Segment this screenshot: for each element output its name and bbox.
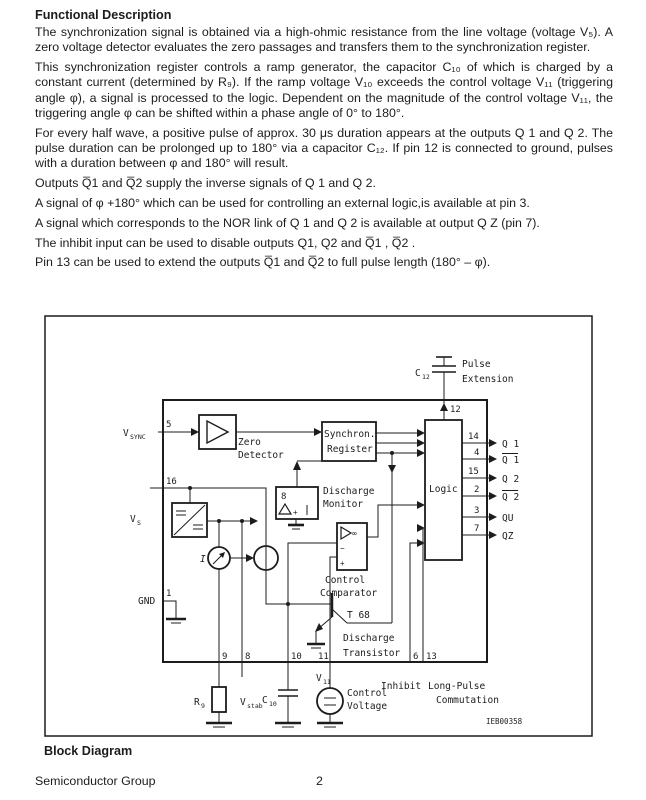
ic-outline [162,399,488,663]
vsync-label: V [123,428,129,439]
pin-13: 13 [426,652,437,662]
svg-text:+: + [340,559,345,568]
svg-text:Monitor: Monitor [323,499,363,510]
supply-arrow-icon [250,517,258,525]
diagram-frame [44,315,593,737]
output-q2: Q 2 [502,474,519,485]
paragraph-pulse-duration: For every half wave, a positive pulse of… [35,125,613,171]
pin-16: 16 [166,477,177,487]
pin-9: 9 [222,652,227,662]
discharge-transistor-label: Discharge [343,633,395,644]
pin-2: 2 [474,485,479,495]
svg-text:Commutation: Commutation [436,695,499,706]
paragraph-inhibit: The inhibit input can be used to disable… [35,235,416,250]
inhibit-label: Inhibit [381,681,421,692]
output-qu: QU [502,513,514,524]
c10-label: C [262,695,268,706]
paragraph-pin3-signal: A signal of φ +180° which can be used fo… [35,195,530,210]
figure-id: IEB00358 [486,717,523,726]
pulse-extension-label: Pulse [462,359,491,370]
pin-11: 11 [318,652,329,662]
monitor-triangle-icon [277,502,293,515]
monitor-output-arrow-icon [293,461,301,470]
vstab-label: V [240,697,246,708]
pin-6: 6 [413,652,418,662]
svg-text:Register: Register [327,444,373,455]
pin-4: 4 [474,448,479,458]
svg-text:12: 12 [422,373,430,381]
paragraph-sync-signal: The synchronization signal is obtained v… [35,25,613,55]
svg-text:Detector: Detector [238,450,284,461]
v11-label: V [316,673,322,684]
r9-resistor [211,686,227,713]
functional-description-section: Functional Description The synchronizati… [35,8,613,275]
logic-outputs: 14 4 15 2 3 7 Q 1 Q 1 Q 2 Q 2 QU QZ [462,432,519,542]
comparator-triangle-icon [340,525,353,541]
sync-register-label: Synchron. [324,429,375,440]
buffer-triangle-icon [206,419,230,445]
paragraph-ramp-generator: This synchronization register controls a… [35,60,613,120]
svg-text:stab: stab [247,702,263,710]
long-pulse-label: Long-Pulse [428,681,485,692]
zero-detector-label: Zero [238,437,261,448]
vs-label: V [130,514,136,525]
c12-label: C [415,368,421,379]
pin-1: 1 [166,589,171,599]
svg-text:∞: ∞ [352,529,357,538]
svg-text:9: 9 [201,702,205,710]
block-diagram: C 12 12 Pulse Extension V SYNC 5 Zero De… [44,315,593,742]
svg-text:+: + [293,508,298,517]
pin-12: 12 [450,405,461,415]
pin-8-label: 8 [245,652,250,662]
footer-page-number: 2 [316,774,323,788]
logic-label: Logic [429,484,458,495]
svg-text:SYNC: SYNC [130,433,146,441]
t68-label: T 68 [347,610,370,621]
register-branch-arrow-icon [388,465,396,473]
pin-3: 3 [474,506,479,516]
output-q1-inv: Q 1 [502,455,519,466]
pin12-arrow-icon [440,403,448,411]
monitor-pin-8: 8 [281,492,286,502]
current-label: I [200,554,206,565]
r9-label: R [194,697,200,708]
pin-5: 5 [166,420,171,430]
svg-text:Comparator: Comparator [320,588,377,599]
svg-text:−: − [340,544,345,553]
discharge-monitor-label: Discharge [323,486,375,497]
v11-voltage-source [316,687,344,715]
output-qz: QZ [502,531,514,542]
block-diagram-svg: C 12 12 Pulse Extension V SYNC 5 Zero De… [44,315,593,737]
pin-10: 10 [291,652,302,662]
footer-company: Semiconductor Group [35,774,156,788]
control-comparator-label: Control [325,575,365,586]
gnd-label: GND [138,596,155,607]
svg-text:11: 11 [323,678,331,686]
control-voltage-label: Control [347,688,387,699]
svg-text:S: S [137,519,141,527]
zero-detector-box [198,414,237,450]
pin-14: 14 [468,432,479,442]
svg-text:Voltage: Voltage [347,701,387,712]
output-q1: Q 1 [502,439,519,450]
paragraph-pin13: Pin 13 can be used to extend the outputs… [35,255,491,270]
svg-text:Transistor: Transistor [343,648,400,659]
emitter-arrow-icon [315,623,323,632]
diagram-caption: Block Diagram [44,744,133,758]
sync-register-box [321,421,377,462]
paragraph-inverse-outputs: Outputs Q̅1 and Q̅2 supply the inverse s… [35,176,376,191]
logic-box [424,419,463,561]
pin-15: 15 [468,467,479,477]
svg-text:10: 10 [269,700,277,708]
svg-text:Extension: Extension [462,374,513,385]
pin-7: 7 [474,524,479,534]
paragraph-nor-link: A signal which corresponds to the NOR li… [35,215,540,230]
control-comparator-box [336,522,368,571]
output-q2-inv: Q 2 [502,492,519,503]
vsync-arrow-icon [191,428,199,436]
section-title: Functional Description [35,8,172,22]
